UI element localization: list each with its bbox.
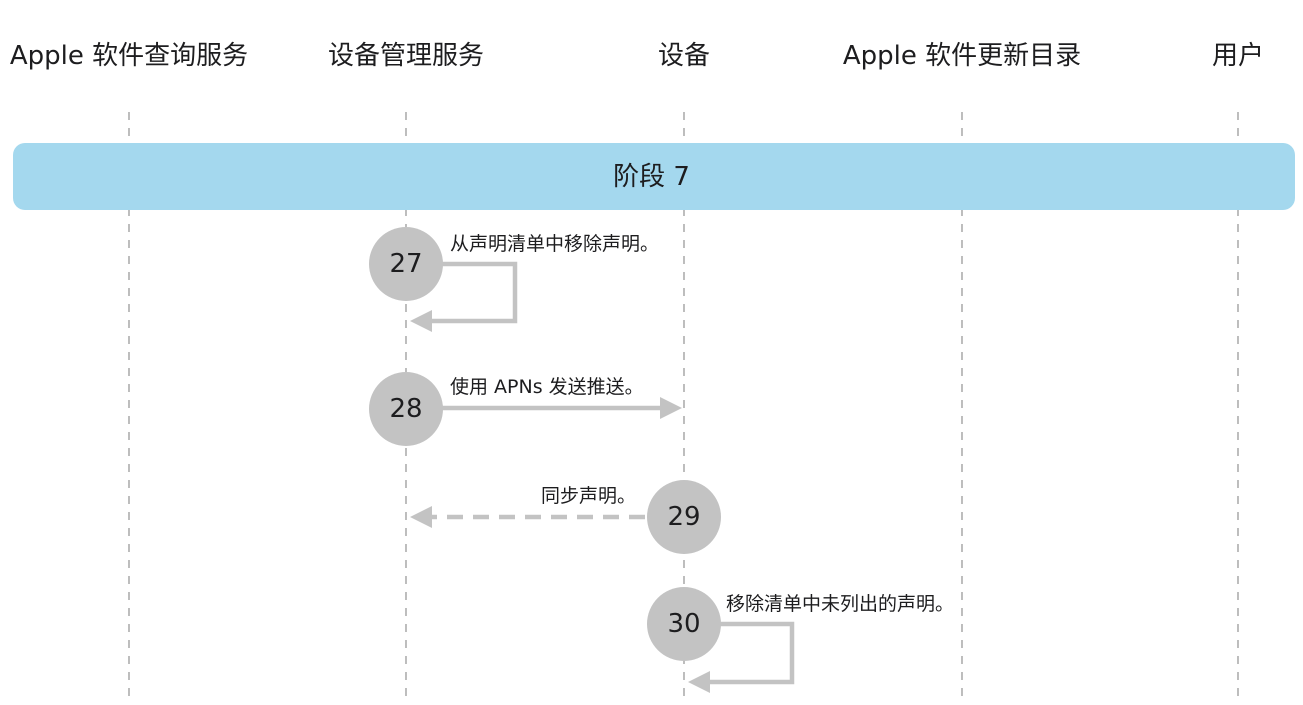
lane-title-user: 用户 [1211, 41, 1265, 71]
step-28-circle: 28 [369, 372, 443, 446]
step-29-text: 同步声明。 [541, 485, 637, 507]
arrow-step-30 [706, 621, 795, 685]
phase-band [13, 143, 1295, 210]
step-29-circle: 29 [647, 480, 721, 554]
step-30-circle: 30 [647, 587, 721, 661]
step-27-circle: 27 [369, 227, 443, 301]
lane-title-device: 设备 [657, 41, 711, 71]
step-28-text: 使用 APNs 发送推送。 [450, 376, 644, 398]
lane-title-software-lookup-service: Apple 软件查询服务 [9, 41, 249, 71]
step-30-text: 移除清单中未列出的声明。 [726, 593, 955, 615]
phase-label: 阶段 7 [613, 162, 690, 192]
arrowhead-step-27 [410, 310, 432, 332]
arrow-step-27 [428, 261, 518, 324]
arrowhead-step-28 [660, 397, 682, 419]
step-27-text: 从声明清单中移除声明。 [450, 233, 660, 255]
lane-title-software-update-catalog: Apple 软件更新目录 [842, 41, 1082, 71]
lane-title-device-management-service: 设备管理服务 [327, 41, 485, 71]
arrowhead-step-29 [410, 506, 432, 528]
arrowhead-step-30 [688, 671, 710, 693]
